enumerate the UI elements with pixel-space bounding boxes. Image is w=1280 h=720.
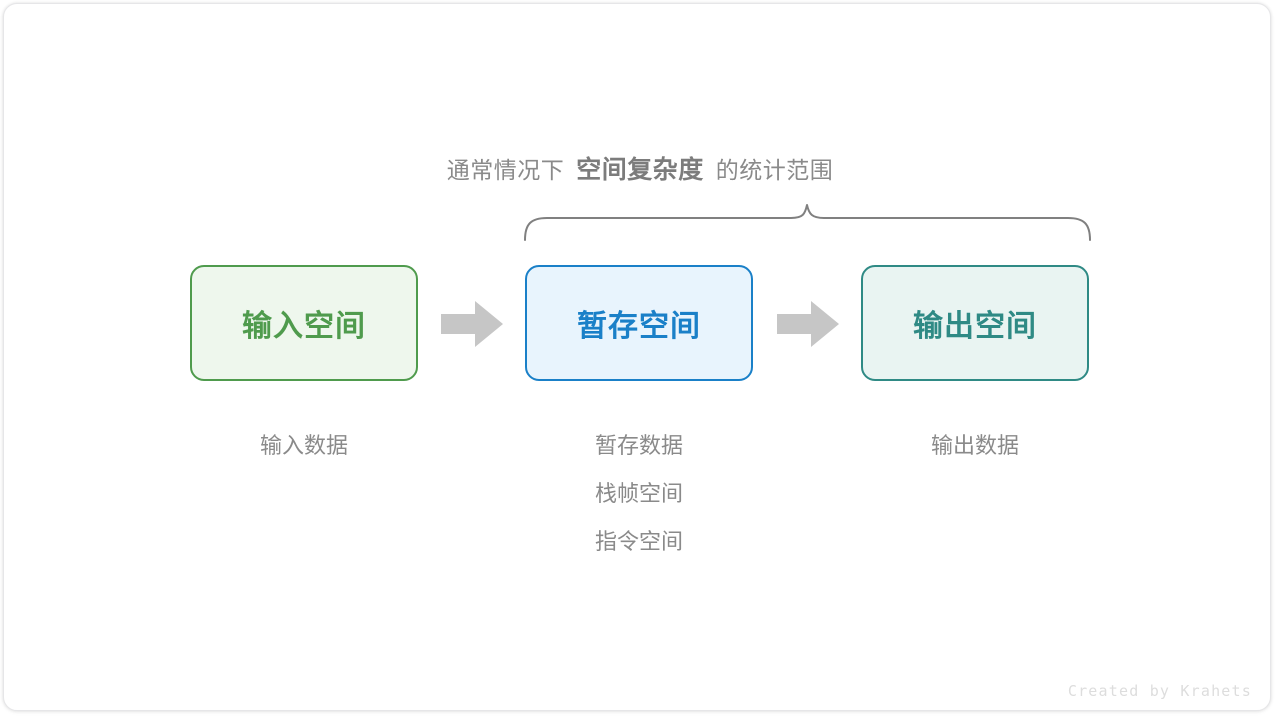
brace-caption: 通常情况下 空间复杂度 的统计范围 bbox=[0, 150, 1280, 186]
box-output-space-label: 输出空间 bbox=[913, 310, 1037, 343]
caption-input-space: 输入数据 bbox=[190, 422, 418, 470]
brace-caption-suffix: 的统计范围 bbox=[715, 157, 834, 183]
caption-line: 暂存数据 bbox=[594, 433, 683, 458]
brace-caption-prefix: 通常情况下 bbox=[446, 157, 565, 183]
box-temp-space-label: 暂存空间 bbox=[577, 310, 701, 343]
caption-line: 输入数据 bbox=[259, 433, 348, 458]
caption-line: 指令空间 bbox=[594, 529, 683, 554]
curly-brace-icon bbox=[524, 204, 1091, 241]
box-output-space[interactable]: 输出空间 bbox=[861, 265, 1089, 381]
caption-temp-space: 暂存数据 栈帧空间 指令空间 bbox=[525, 422, 753, 566]
box-temp-space[interactable]: 暂存空间 bbox=[525, 265, 753, 381]
arrow-right-icon-1 bbox=[441, 301, 503, 347]
arrow-right-icon-2 bbox=[777, 301, 839, 347]
brace-caption-highlight: 空间复杂度 bbox=[576, 156, 704, 184]
box-input-space[interactable]: 输入空间 bbox=[190, 265, 418, 381]
caption-output-space: 输出数据 bbox=[861, 422, 1089, 470]
caption-line: 输出数据 bbox=[930, 433, 1019, 458]
watermark-credit: Created by Krahets bbox=[1067, 682, 1252, 700]
box-input-space-label: 输入空间 bbox=[242, 310, 366, 343]
caption-line: 栈帧空间 bbox=[594, 481, 683, 506]
